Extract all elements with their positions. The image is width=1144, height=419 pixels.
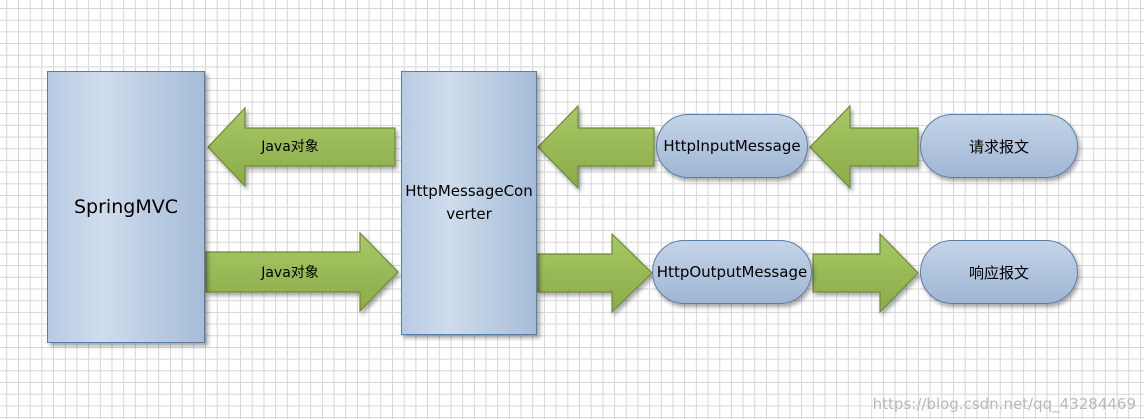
- http-input-message-node: HttpInputMessage: [656, 114, 808, 178]
- arrow-springmvc-to-converter: [205, 231, 399, 313]
- arrow-output-to-response: [812, 232, 919, 314]
- arrow-request-to-input: [809, 104, 919, 190]
- springmvc-label: SpringMVC: [74, 196, 178, 218]
- http-output-message-label: HttpOutputMessage: [656, 263, 808, 281]
- request-message-node: 请求报文: [920, 114, 1078, 178]
- arrow-input-to-converter: [537, 104, 655, 190]
- request-message-label: 请求报文: [968, 137, 1029, 156]
- arrow-top-label: Java对象: [261, 139, 319, 155]
- watermark: https://blog.csdn.net/qq_43284469: [872, 395, 1136, 413]
- arrow-bottom-label: Java对象: [261, 265, 319, 281]
- http-input-message-label: HttpInputMessage: [663, 137, 801, 155]
- response-message-label: 响应报文: [968, 263, 1029, 282]
- http-output-message-node: HttpOutputMessage: [652, 240, 812, 304]
- http-message-converter-box: HttpMessageCon verter: [401, 71, 537, 335]
- arrow-converter-to-output: [537, 232, 653, 314]
- converter-label: HttpMessageCon verter: [405, 180, 532, 226]
- response-message-node: 响应报文: [920, 240, 1078, 304]
- springmvc-box: SpringMVC: [47, 71, 205, 343]
- converter-label-line1: HttpMessageCon: [405, 182, 533, 200]
- arrow-java-to-springmvc: [207, 106, 396, 188]
- converter-label-line2: verter: [446, 205, 492, 223]
